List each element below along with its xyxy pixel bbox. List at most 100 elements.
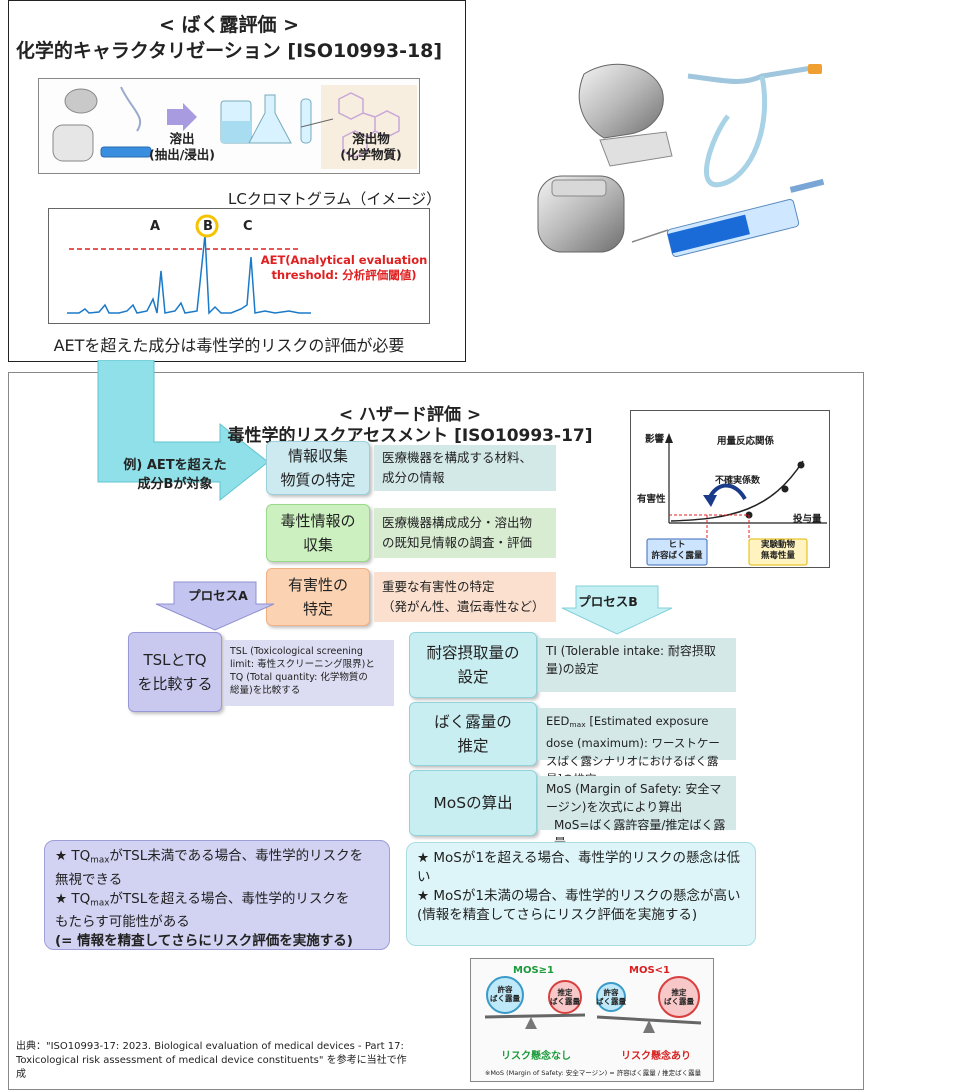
tsl-tq-desc: TSL (Toxicological screening limit: 毒性スク… [224, 640, 394, 706]
mos-left-tolerable-2: ばく露量 [490, 994, 520, 1003]
mos-left-title: MOS≥1 [513, 965, 554, 976]
mos-left-tolerable: 許容 ばく露量 [487, 985, 523, 1003]
tsl-desc-line4: 総量)を比較する [230, 685, 301, 696]
step1-desc-line1: 医療機器を構成する材料、 [382, 450, 533, 465]
process-a-conclusion: ★ TQmaxがTSL未満である場合、毒性学的リスクを 無視できる ★ TQma… [44, 840, 390, 950]
step-info-collection: 情報収集 物質の特定 [266, 441, 370, 495]
chromatogram-graphic [67, 214, 311, 315]
process-b-arrow [561, 585, 673, 635]
note1-tq: TQ [71, 848, 91, 864]
mos-right-estimated-1: 推定 [671, 988, 687, 997]
medical-devices-graphic [537, 63, 825, 257]
step-toxicity-info-desc: 医療機器構成成分・溶出物 の既知見情報の調査・評価 [374, 508, 556, 558]
eed-line2: 推定 [457, 737, 489, 755]
step3-desc-line1: 重要な有害性の特定 [382, 579, 495, 594]
mos-left-result: リスク懸念なし [501, 1051, 571, 1062]
mos-left-estimated-1: 推定 [557, 988, 573, 997]
dose-y-label: 影響 [645, 434, 665, 445]
note3-text: (= 情報を精査してさらにリスク評価を実施する) [55, 933, 353, 950]
mos-right-title: MOS<1 [629, 965, 670, 976]
human-tolerable-label: ヒト 許容ばく露量 [647, 540, 707, 562]
mos-left-estimated: 推定 ばく露量 [549, 988, 581, 1006]
example-line1: 例) AETを超えた [123, 458, 227, 473]
tsl-desc-line1: TSL (Toxicological screening [230, 646, 363, 657]
exposure-title: < ばく露評価 > [158, 14, 300, 36]
note2-max: max [90, 898, 110, 909]
process-a-label: プロセスA [188, 588, 248, 603]
mos-right-result: リスク懸念あり [621, 1051, 691, 1062]
step-info-collection-line2: 物質の特定 [280, 471, 356, 489]
elution-label-line2: (抽出/浸出) [149, 147, 215, 162]
aet-label-line2: threshold: 分析評価閾値) [271, 268, 417, 282]
mos-right-estimated-2: ばく露量 [664, 997, 694, 1006]
mos-desc: MoS (Margin of Safety: 安全マージン)を次式により算出 M… [538, 776, 736, 850]
tsl-tq-compare: TSLとTQ を比較する [128, 632, 222, 712]
dose-response-diagram: 用量反応関係 影響 有害性 投与量 不確実係数 ヒト 許容ばく露量 実験動物 無… [630, 410, 830, 568]
step3-desc-line2: （発がん性、遺伝毒性など） [382, 599, 545, 614]
highlight-circle-b [195, 214, 219, 238]
note1-max: max [90, 855, 110, 866]
ti-line1: 耐容摂取量の [426, 644, 520, 662]
dose-x-label: 投与量 [793, 514, 822, 525]
flow-arrow-example [97, 360, 269, 502]
elution-label: 溶出 (抽出/浸出) [147, 131, 217, 163]
dose-response-graphic [646, 433, 827, 566]
mos-right-tolerable-2: ばく露量 [596, 997, 626, 1006]
step-info-collection-line1: 情報収集 [287, 447, 348, 465]
ti-desc: TI (Tolerable intake: 耐容摂取量)の設定 [538, 638, 736, 692]
process-a-note1: ★ TQmaxがTSL未満である場合、毒性学的リスクを [55, 848, 364, 866]
dose-response-title: 用量反応関係 [717, 436, 775, 447]
eluate-label-line1: 溶出物 [352, 131, 390, 146]
ti-line2: 設定 [457, 668, 489, 686]
hazard-title: < ハザード評価 > [338, 405, 482, 425]
chromatogram-title: LCクロマトグラム（イメージ） [228, 190, 442, 208]
tsl-line1: TSLとTQ [143, 651, 207, 669]
step-toxicity-info-line2: 収集 [302, 536, 333, 554]
human-line1: ヒト [668, 540, 686, 550]
process-b-note2: ★ MoSが1未満の場合、毒性学的リスクの懸念が高い (情報を精査してさらにリス… [417, 888, 741, 923]
process-a-arrow [155, 581, 275, 631]
elution-illustration: 溶出 (抽出/浸出) 溶出物 (化学物質) [38, 78, 420, 174]
note1-text-b: 無視できる [55, 871, 123, 888]
animal-noael-label: 実験動物 無毒性量 [749, 540, 807, 562]
exposure-note: AETを超えた成分は毒性学的リスクの評価が必要 [53, 336, 405, 355]
eed-abbrev: EED [546, 714, 570, 728]
example-line2: 成分Bが対象 [137, 477, 213, 492]
mos-left-estimated-2: ばく露量 [550, 997, 580, 1006]
eluate-label: 溶出物 (化学物質) [331, 131, 411, 163]
elution-illustration-graphic [52, 85, 417, 169]
exposure-estimation: ばく露量の 推定 [409, 702, 537, 766]
step1-desc-line2: 成分の情報 [382, 470, 445, 485]
step-hazard-identification-line2: 特定 [302, 600, 333, 618]
animal-line2: 無毒性量 [760, 551, 795, 561]
chromatogram-panel: A B C AET(Analytical evaluation threshol… [48, 208, 430, 324]
animal-line1: 実験動物 [760, 540, 795, 550]
uncertainty-factor-label: 不確実係数 [715, 476, 761, 486]
chromatogram-trace [67, 234, 311, 315]
step-hazard-identification: 有害性の 特定 [266, 568, 370, 626]
mos-right-estimated: 推定 ばく露量 [661, 988, 697, 1006]
aet-label: AET(Analytical evaluation threshold: 分析評… [257, 253, 431, 283]
step-info-collection-desc: 医療機器を構成する材料、 成分の情報 [374, 445, 556, 491]
note2-text-a: がTSLを超える場合、毒性学的リスクを [109, 890, 350, 907]
mos-balance-graphic [484, 976, 702, 1033]
process-b-label: プロセスB [578, 594, 638, 609]
step-toxicity-info: 毒性情報の 収集 [266, 504, 370, 562]
tsl-line2: を比較する [137, 675, 213, 693]
mos-left-tolerable-1: 許容 [497, 985, 513, 994]
step2-desc-line2: の既知見情報の調査・評価 [382, 535, 533, 550]
eed-desc: EEDmax [Estimated exposure dose (maximum… [538, 708, 736, 786]
source-citation: 出典："ISO10993-17: 2023. Biological evalua… [16, 1041, 407, 1080]
step-toxicity-info-line1: 毒性情報の [280, 512, 356, 530]
eluate-label-line2: (化学物質) [340, 147, 402, 162]
peak-c-label: C [243, 219, 253, 234]
step2-desc-line1: 医療機器構成成分・溶出物 [382, 515, 533, 530]
process-a-note2: ★ TQmaxがTSLを超える場合、毒性学的リスクを [55, 890, 350, 909]
dose-response-curve [670, 460, 804, 522]
human-line2: 許容ばく露量 [651, 551, 703, 561]
mos-footnote: ※MoS (Margin of Safety: 安全マージン) = 許容ばく露量… [484, 1069, 702, 1077]
tsl-desc-line3: TQ (Total quantity: 化学物質の [230, 672, 368, 683]
ti-setting: 耐容摂取量の 設定 [409, 632, 537, 698]
process-b-conclusion: ★ MoSが1を超える場合、毒性学的リスクの懸念は低い ★ MoSが1未満の場合… [406, 842, 756, 946]
note2-text-b: もたらす可能性がある [55, 914, 190, 931]
